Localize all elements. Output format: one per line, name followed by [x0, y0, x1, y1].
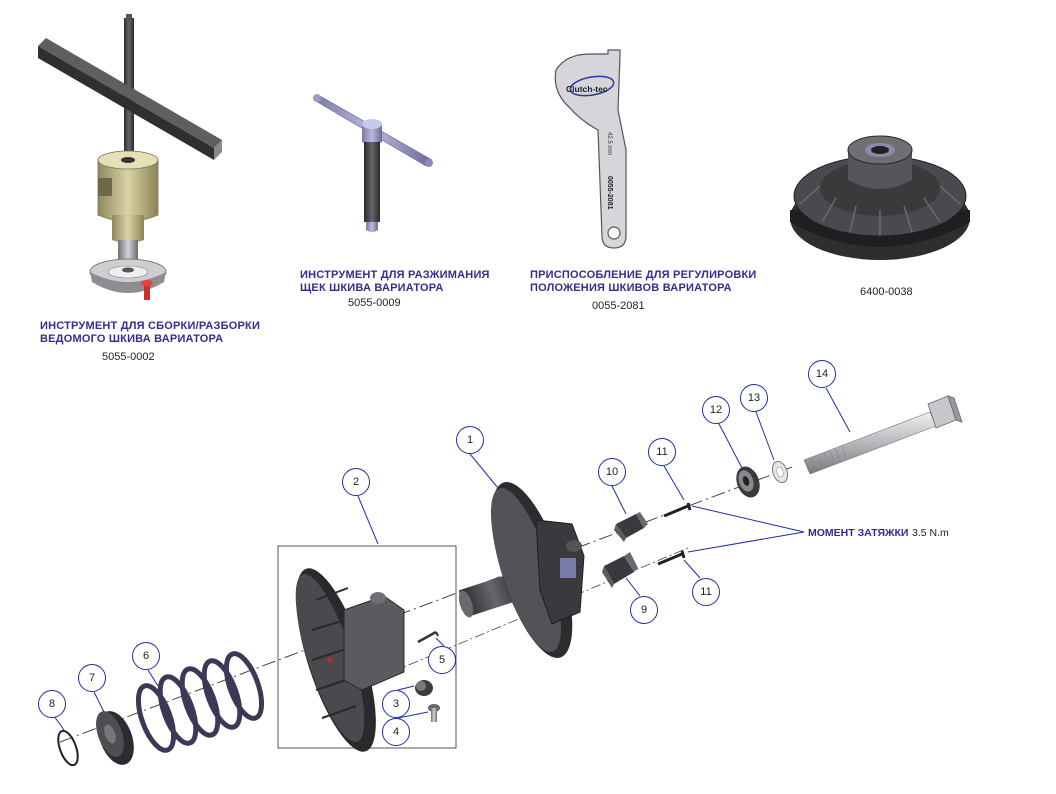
- tool-driven-pulley-assembly: [38, 14, 222, 300]
- tool4-part-number: 6400-0038: [860, 286, 913, 298]
- tool-alignment-gauge: Clutch-tec 42.5 mm 0055-2081: [554, 49, 627, 249]
- callout-7: 7: [78, 664, 106, 692]
- tool2-caption-line1: ИНСТРУМЕНТ ДЛЯ РАЗЖИМАНИЯ: [300, 269, 490, 281]
- part-11-screw-upper: [663, 502, 692, 518]
- callout-10: 10: [598, 458, 626, 486]
- callout-9: 9: [630, 596, 658, 624]
- callout-5: 5: [428, 646, 456, 674]
- callout-8: 8: [38, 690, 66, 718]
- callout-6: 6: [132, 642, 160, 670]
- part-11-screw-lower: [657, 550, 686, 566]
- tool2-part-number: 5055-0009: [348, 297, 401, 309]
- tool1-caption: ИНСТРУМЕНТ ДЛЯ СБОРКИ/РАЗБОРКИ ВЕДОМОГО …: [40, 320, 260, 346]
- part-12-washer: [736, 466, 760, 498]
- part-8-circlip: [57, 729, 79, 767]
- callout-13: 13: [740, 384, 768, 412]
- torque-label: МОМЕНТ ЗАТЯЖКИ: [808, 527, 909, 539]
- part-5-pin: [417, 630, 439, 644]
- part-3-roller: [415, 680, 433, 696]
- part-4-roller-pin: [428, 704, 440, 722]
- tool3-part-number: 0055-2081: [592, 300, 645, 312]
- callout-14: 14: [808, 360, 836, 388]
- part-1-fixed-sheave: [458, 482, 585, 658]
- part-10-slider: [614, 512, 648, 542]
- tool-sheave-spreader: [313, 94, 433, 232]
- part-7-spring-seat: [96, 711, 134, 765]
- callout-4: 4: [382, 718, 410, 746]
- part-2-movable-sheave: [295, 568, 405, 752]
- callout-11-upper: 11: [648, 438, 676, 466]
- gauge-brand-text: Clutch-tec: [566, 84, 608, 94]
- torque-value: 3.5 N.m: [912, 527, 949, 539]
- callout-2: 2: [342, 468, 370, 496]
- tool3-caption-line2: ПОЛОЖЕНИЯ ШКИВОВ ВАРИАТОРА: [530, 282, 732, 294]
- tool1-caption-line2: ВЕДОМОГО ШКИВА ВАРИАТОРА: [40, 333, 224, 345]
- tool2-caption: ИНСТРУМЕНТ ДЛЯ РАЗЖИМАНИЯ ЩЕК ШКИВА ВАРИ…: [300, 269, 490, 295]
- tool2-caption-line2: ЩЕК ШКИВА ВАРИАТОРА: [300, 282, 444, 294]
- leader-lines: [53, 387, 851, 731]
- callout-1: 1: [456, 426, 484, 454]
- part-6-spring: [135, 651, 265, 753]
- callout-11-lower: 11: [692, 578, 720, 606]
- tool3-caption-line1: ПРИСПОСОБЛЕНИЕ ДЛЯ РЕГУЛИРОВКИ: [530, 269, 757, 281]
- part-13-flat-washer: [771, 460, 789, 484]
- gauge-number-text: 0055-2081: [606, 176, 613, 210]
- gauge-dim-text: 42.5 mm: [606, 132, 612, 155]
- callout-3: 3: [382, 690, 410, 718]
- tool1-caption-line1: ИНСТРУМЕНТ ДЛЯ СБОРКИ/РАЗБОРКИ: [40, 320, 261, 332]
- driven-pulley-6400-0038: [790, 135, 970, 260]
- tool1-part-number: 5055-0002: [102, 351, 155, 363]
- callout-12: 12: [702, 396, 730, 424]
- tool3-caption: ПРИСПОСОБЛЕНИЕ ДЛЯ РЕГУЛИРОВКИ ПОЛОЖЕНИЯ…: [530, 269, 757, 295]
- part-14-bolt: [803, 395, 963, 475]
- part-9-slider: [602, 552, 638, 588]
